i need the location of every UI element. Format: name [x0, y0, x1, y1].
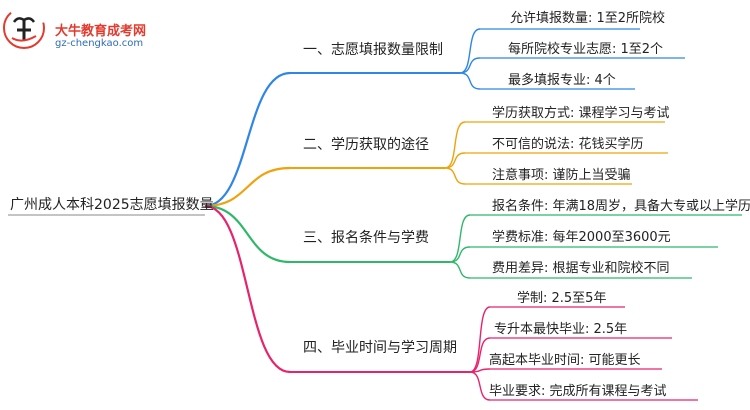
branch-2-item-1: 学历获取方式: 课程学习与考试: [492, 106, 670, 121]
branch-4-label: 四、毕业时间与学习周期: [303, 340, 457, 356]
branch-1-item-2-connector: [459, 57, 481, 74]
branch-4-item-3: 高起本毕业时间: 可能更长: [489, 353, 641, 368]
branch-1-item-2: 每所院校专业志愿: 1至2个: [508, 42, 664, 57]
branch-2-item-2: 不可信的说法: 花钱买学历: [492, 137, 644, 152]
logo-title: 大牛教育成考网: [55, 24, 147, 39]
branch-4-item-1-connector: [469, 306, 491, 373]
branch-1-item-3-connector: [459, 72, 481, 90]
branch-3-item-2: 学费标准: 每年2000至3600元: [492, 230, 671, 245]
branch-4-item-1: 学制: 2.5至5年: [517, 291, 607, 306]
branch-3-connector: [204, 204, 291, 264]
branch-1-label: 一、志愿填报数量限制: [303, 42, 443, 58]
branch-4-item-4: 毕业要求: 完成所有课程与考试: [489, 384, 667, 399]
root-topic: 广州成人本科2025志愿填报数量: [10, 197, 214, 213]
branch-4-item-2: 专升本最快毕业: 2.5年: [494, 322, 628, 337]
bull-logo-icon: [3, 7, 45, 49]
branch-3-item-1-connector: [449, 214, 471, 263]
branch-4-item-4-connector: [469, 371, 491, 401]
site-logo: 大牛教育成考网 gz-chengkao.com: [0, 0, 170, 56]
branch-1-item-1-connector: [459, 28, 481, 74]
branch-2-item-3-connector: [444, 167, 466, 185]
branch-1-connector: [204, 71, 291, 208]
branch-4-item-2-connector: [469, 337, 491, 373]
branch-3-item-3-connector: [449, 261, 471, 279]
branch-3-item-2-connector: [449, 246, 471, 263]
branch-2-connector: [204, 166, 291, 208]
logo-url: gz-chengkao.com: [55, 38, 144, 49]
branch-2-item-3: 注意事项: 谨防上当受骗: [492, 168, 631, 183]
branch-1-item-1: 允许填报数量: 1至2所院校: [510, 11, 666, 26]
branch-3-label: 三、报名条件与学费: [303, 230, 429, 246]
branch-3-item-3: 费用差异: 根据专业和院校不同: [492, 261, 670, 276]
branch-2-label: 二、学历获取的途径: [303, 137, 429, 153]
branch-2-item-2-connector: [444, 152, 466, 169]
branch-4-connector: [204, 204, 291, 374]
branch-1-item-3: 最多填报专业: 4个: [508, 73, 616, 88]
branch-2-item-1-connector: [444, 121, 466, 169]
branch-3-item-1: 报名条件: 年满18周岁，具备大专或以上学历: [492, 199, 750, 214]
